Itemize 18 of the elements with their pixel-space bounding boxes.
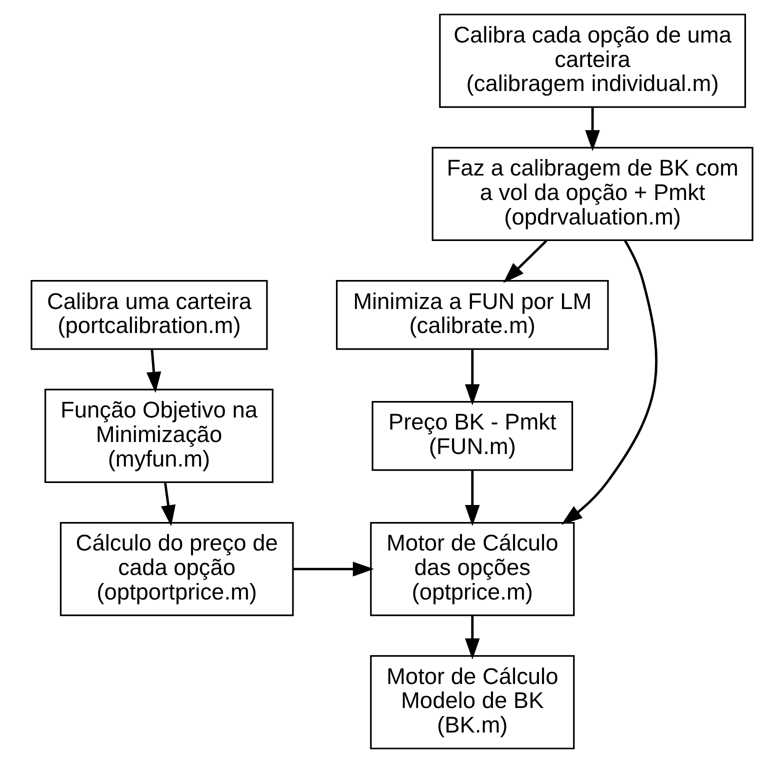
- arrow: [146, 349, 161, 394]
- node-box: Cálculo do preço de cada opção (optportprice.m): [59, 522, 294, 616]
- node-box: Função Objetivo na Minimização (myfun.m): [44, 388, 273, 483]
- arrow: [584, 107, 600, 152]
- node-box: Minimiza a FUN por LM (calibrate.m): [335, 280, 608, 350]
- arrow: [464, 349, 480, 406]
- arrow: [464, 470, 480, 526]
- arrow: [464, 615, 480, 660]
- arrow: [560, 240, 657, 525]
- arrow: [502, 240, 547, 284]
- node-box: Motor de Cálculo Modelo de BK (BK.m): [370, 655, 574, 750]
- node-box: Calibra cada opção de uma carteira (calibragem individual.m): [438, 14, 746, 108]
- arrow: [160, 482, 176, 526]
- arrow: [292, 562, 374, 576]
- node-box: Faz a calibragem de BK com a vol da opção + Pmkt (opdrvaluation.m): [431, 146, 753, 242]
- node-box: Motor de Cálculo das opções (optprice.m): [370, 522, 574, 616]
- node-box: Preço BK - Pmkt (FUN.m): [371, 400, 573, 471]
- node-box: Calibra uma carteira (portcalibration.m): [30, 280, 268, 350]
